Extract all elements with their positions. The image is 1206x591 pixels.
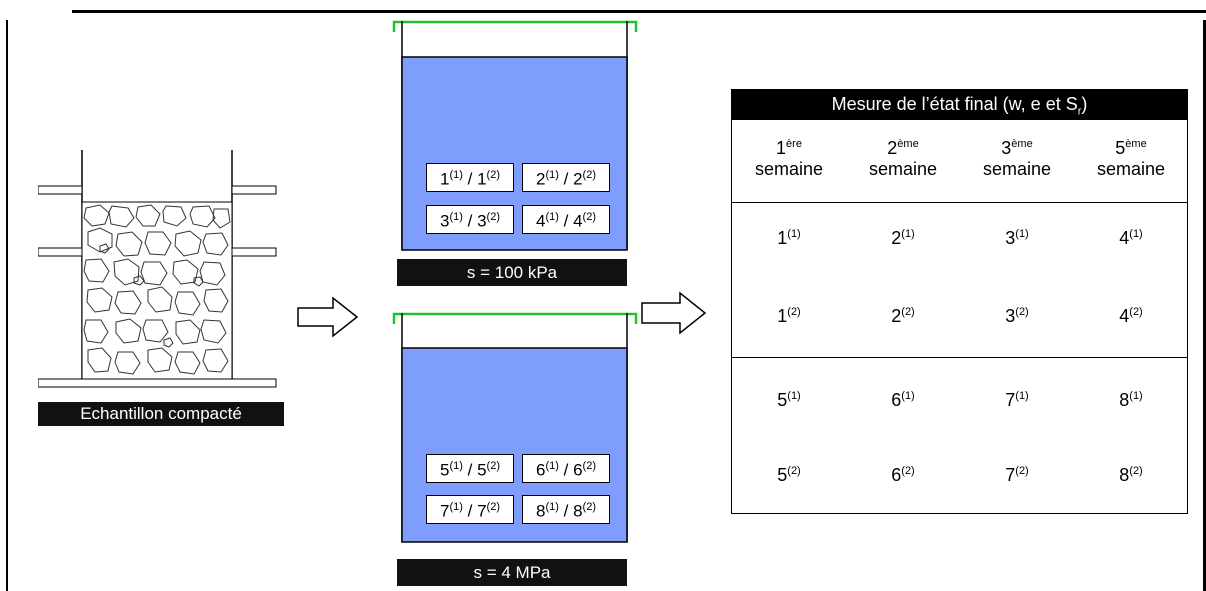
tank-caption: s = 4 MPa <box>397 559 627 586</box>
suction-tank-4mpa: 5(1) / 5(2) 6(1) / 6(2) 7(1) / 7(2) 8(1)… <box>392 310 638 550</box>
table-cell: 7(1) <box>1005 390 1029 410</box>
sample-box: 6(1) / 6(2) <box>522 454 610 483</box>
sample-box: 5(1) / 5(2) <box>426 454 514 483</box>
table-cell: 3(1) <box>1005 228 1029 248</box>
sample-box: 2(1) / 2(2) <box>522 163 610 192</box>
suction-tank-100kpa: 1(1) / 1(2) 2(1) / 2(2) 3(1) / 3(2) 4(1)… <box>392 18 638 258</box>
table-cell: 7(2) <box>1005 465 1029 485</box>
table-cell: 2(2) <box>891 306 915 326</box>
table-cell: 1(2) <box>777 306 801 326</box>
table-title: Mesure de l’état final (w, e et Sr) <box>731 89 1188 119</box>
table-cell: 5(1) <box>777 390 801 410</box>
sample-box: 8(1) / 8(2) <box>522 495 610 524</box>
sample-box: 7(1) / 7(2) <box>426 495 514 524</box>
specimen-caption: Echantillon compacté <box>38 402 284 426</box>
table-cell: 3(2) <box>1005 306 1029 326</box>
table-cell: 4(1) <box>1119 228 1143 248</box>
table-cell: 6(1) <box>891 390 915 410</box>
table-divider <box>732 202 1187 203</box>
sample-box: 1(1) / 1(2) <box>426 163 514 192</box>
tank-caption: s = 100 kPa <box>397 259 627 286</box>
table-cell: 6(2) <box>891 465 915 485</box>
frame-top-border <box>72 10 1206 13</box>
arrow-right-icon <box>297 296 359 338</box>
table-cell: 8(2) <box>1119 465 1143 485</box>
table-cell: 4(2) <box>1119 306 1143 326</box>
frame-left-border <box>6 20 8 591</box>
table-cell: 8(1) <box>1119 390 1143 410</box>
compacted-specimen <box>38 150 277 388</box>
frame-right-border <box>1203 20 1206 591</box>
table-cell: 2(1) <box>891 228 915 248</box>
table-cell: 1(1) <box>777 228 801 248</box>
sample-box: 3(1) / 3(2) <box>426 205 514 234</box>
sample-box: 4(1) / 4(2) <box>522 205 610 234</box>
table-divider <box>732 357 1187 358</box>
arrow-right-icon <box>641 291 707 335</box>
table-cell: 5(2) <box>777 465 801 485</box>
